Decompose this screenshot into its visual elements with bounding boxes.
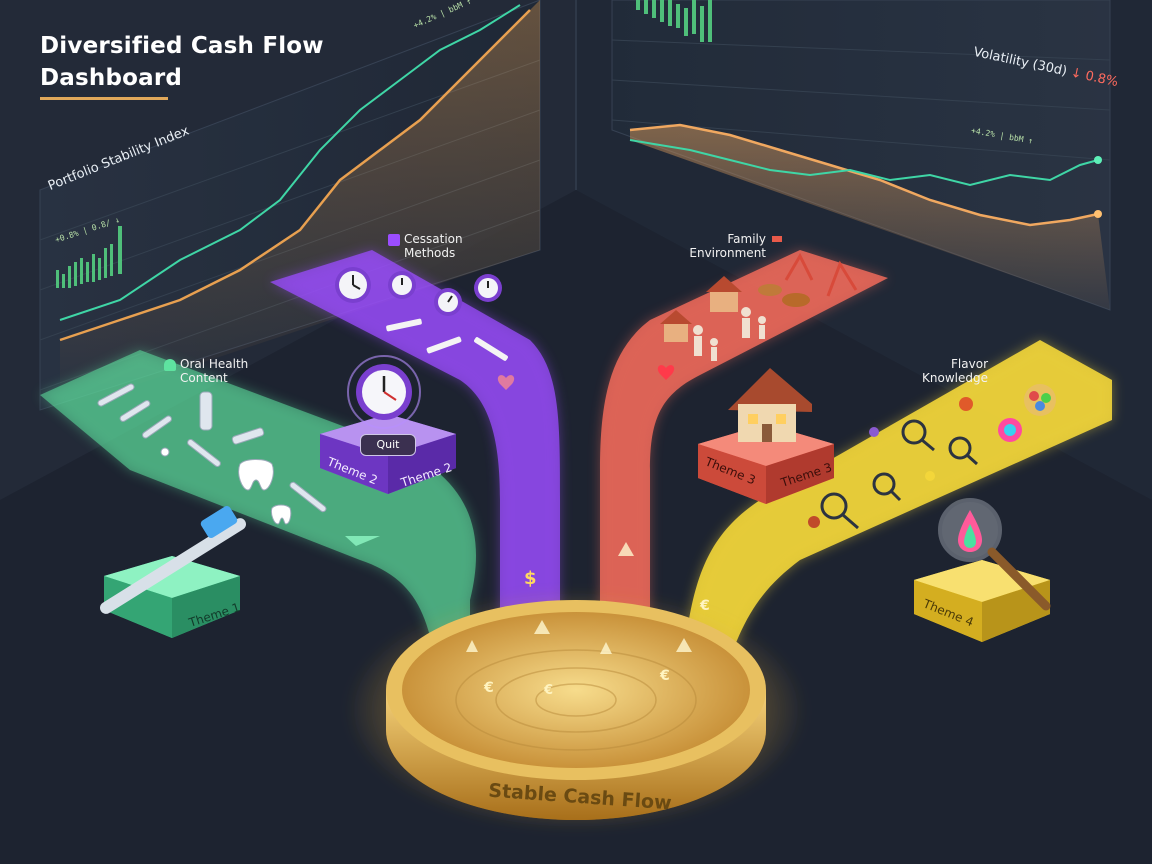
family-icon xyxy=(693,307,766,361)
playground-icon xyxy=(784,252,858,297)
theme-4-label: Flavor Knowledge xyxy=(922,357,988,385)
hourglass-icon xyxy=(388,233,400,246)
toothbrush-icon xyxy=(97,383,135,407)
flavor-drop-icon xyxy=(869,427,879,437)
toothbrush-icon xyxy=(119,400,151,422)
theme-2-stream xyxy=(270,250,560,690)
fruit-icon xyxy=(808,516,820,528)
stability-chart-panel xyxy=(39,0,541,411)
dashboard-title: Diversified Cash Flow Dashboard xyxy=(40,33,324,91)
volatility-mini-bars xyxy=(636,0,712,42)
cigarette-icon xyxy=(386,318,508,361)
toothbrush-icon xyxy=(187,439,221,467)
person-icon xyxy=(164,358,176,371)
flavor-palette-icon xyxy=(1024,384,1056,416)
toothbrush-bristles-icon xyxy=(200,506,238,538)
stability-teal-line xyxy=(59,4,521,321)
flag-icon xyxy=(772,236,782,242)
stability-mini-bars xyxy=(56,226,122,288)
theme-2-label: Cessation Methods xyxy=(388,232,474,260)
heart-icon xyxy=(497,375,515,390)
title-underline xyxy=(40,97,168,100)
alarm-clock-icon xyxy=(335,267,371,303)
arrow-up-icon xyxy=(466,640,478,652)
family-items xyxy=(657,236,858,380)
arrow-up-icon xyxy=(618,542,634,556)
currency-euro-icon: € xyxy=(543,683,553,698)
quit-button[interactable]: Quit xyxy=(360,434,416,456)
oral-care-items xyxy=(97,383,327,525)
tooth-icon xyxy=(238,459,274,491)
flavor-drop-icon xyxy=(925,471,935,481)
toothbrush-icon xyxy=(100,518,246,614)
toothbrush-icon xyxy=(289,481,327,513)
currency-euro-icon: € xyxy=(483,680,494,696)
heart-icon xyxy=(657,365,675,380)
house-icon xyxy=(660,310,692,342)
house-roof-icon xyxy=(728,368,812,412)
food-icon xyxy=(758,284,810,307)
stability-orange-line xyxy=(59,9,531,342)
tooth-icon xyxy=(160,447,170,457)
theme-3-stream xyxy=(600,250,888,690)
toothpaste-tube-icon xyxy=(231,427,265,445)
arrow-up-icon xyxy=(534,620,550,634)
theme-4-tile[interactable] xyxy=(914,498,1051,642)
fruit-icon xyxy=(959,397,973,411)
cessation-items xyxy=(335,267,515,390)
alarm-clock-icon xyxy=(474,274,502,302)
alarm-clock-icon xyxy=(434,288,462,316)
arrow-up-icon xyxy=(600,642,612,654)
theme-1-label: Oral Health Content xyxy=(164,357,260,385)
arrow-up-icon xyxy=(676,638,692,652)
house-icon xyxy=(706,276,742,312)
tooth-icon xyxy=(271,504,292,525)
currency-euro-icon: € xyxy=(699,598,710,614)
toothpaste-icon xyxy=(199,391,213,431)
volatility-orange-line xyxy=(629,123,1099,227)
currency-euro-icon: € xyxy=(659,668,670,684)
flavor-items xyxy=(808,384,1056,530)
theme-3-label: Family Environment xyxy=(689,232,766,260)
stable-cash-flow-pool xyxy=(346,590,806,830)
volatility-chart-panel xyxy=(611,0,1111,311)
flow-arrows xyxy=(466,542,692,654)
volatility-teal-line xyxy=(629,139,1099,187)
theme-1-tile[interactable] xyxy=(98,505,249,638)
theme-3-tile[interactable] xyxy=(698,368,834,504)
magnifier-icon xyxy=(820,419,979,530)
currency-dollar-icon: $ xyxy=(524,568,537,589)
alarm-clock-icon xyxy=(388,271,416,299)
toothbrush-icon xyxy=(142,415,172,439)
